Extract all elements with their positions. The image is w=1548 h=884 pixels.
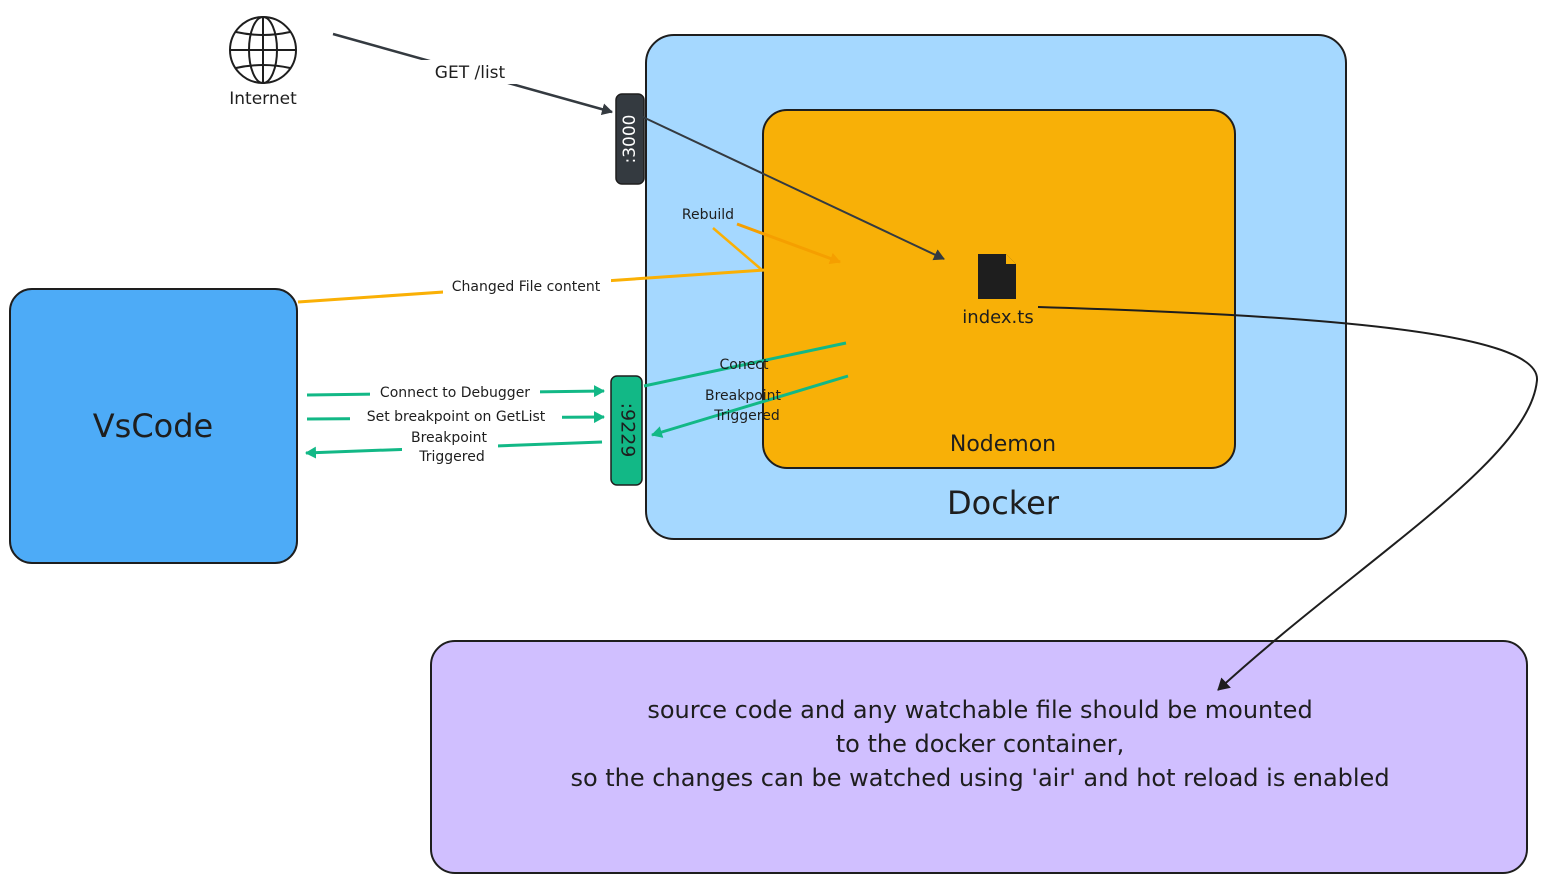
vscode-box [9, 288, 298, 564]
docker-label: Docker [947, 484, 1060, 522]
nodemon-label: Nodemon [950, 432, 1056, 457]
edge-conect-line [643, 341, 847, 388]
get-list-label-bg [414, 60, 524, 84]
note-line-3: so the changes can be watched using 'air… [570, 764, 1390, 792]
note-line-2: to the docker container, [835, 730, 1125, 758]
edge-breakpoint-inner-line [651, 374, 849, 438]
port-9229-box [610, 375, 643, 486]
connect-debugger-label: Connect to Debugger [380, 385, 530, 401]
internet-label: Internet [229, 89, 297, 109]
set-breakpoint-label: Set breakpoint on GetList [367, 409, 546, 425]
vscode-label: VsCode [93, 407, 213, 445]
edge-rebuild-stub [712, 227, 763, 271]
note-box [430, 640, 1528, 874]
note-line-1: source code and any watchable file shoul… [647, 696, 1313, 724]
changed-file-label: Changed File content [452, 279, 601, 295]
port-9229-label: :9229 [617, 403, 639, 458]
edge-get-list-inner-line [627, 109, 945, 261]
edge-rebuild-line [736, 222, 841, 265]
connect-debugger-label-bg [370, 383, 540, 402]
rebuild-label: Rebuild [682, 207, 734, 223]
conect-label: Conect [719, 357, 769, 373]
edge-mount-note-line [1037, 306, 1539, 691]
set-breakpoint-label-bg [350, 408, 562, 427]
port-3000-label: :3000 [620, 115, 640, 164]
breakpoint-back-label-line1: Breakpoint [411, 430, 488, 446]
port-3000-box [615, 93, 645, 185]
breakpoint-inner-label-line2: Triggered [713, 408, 779, 424]
get-list-label: GET /list [435, 63, 506, 83]
changed-file-label-bg [443, 275, 611, 297]
breakpoint-back-label-bg [402, 428, 498, 466]
note-text: source code and any watchable file shoul… [432, 693, 1528, 795]
file-label: index.ts [962, 307, 1033, 328]
breakpoint-back-label-line2: Triggered [418, 449, 484, 465]
file-icon [978, 254, 1016, 299]
breakpoint-inner-label-line1: Breakpoint [705, 388, 782, 404]
globe-icon [229, 16, 297, 84]
